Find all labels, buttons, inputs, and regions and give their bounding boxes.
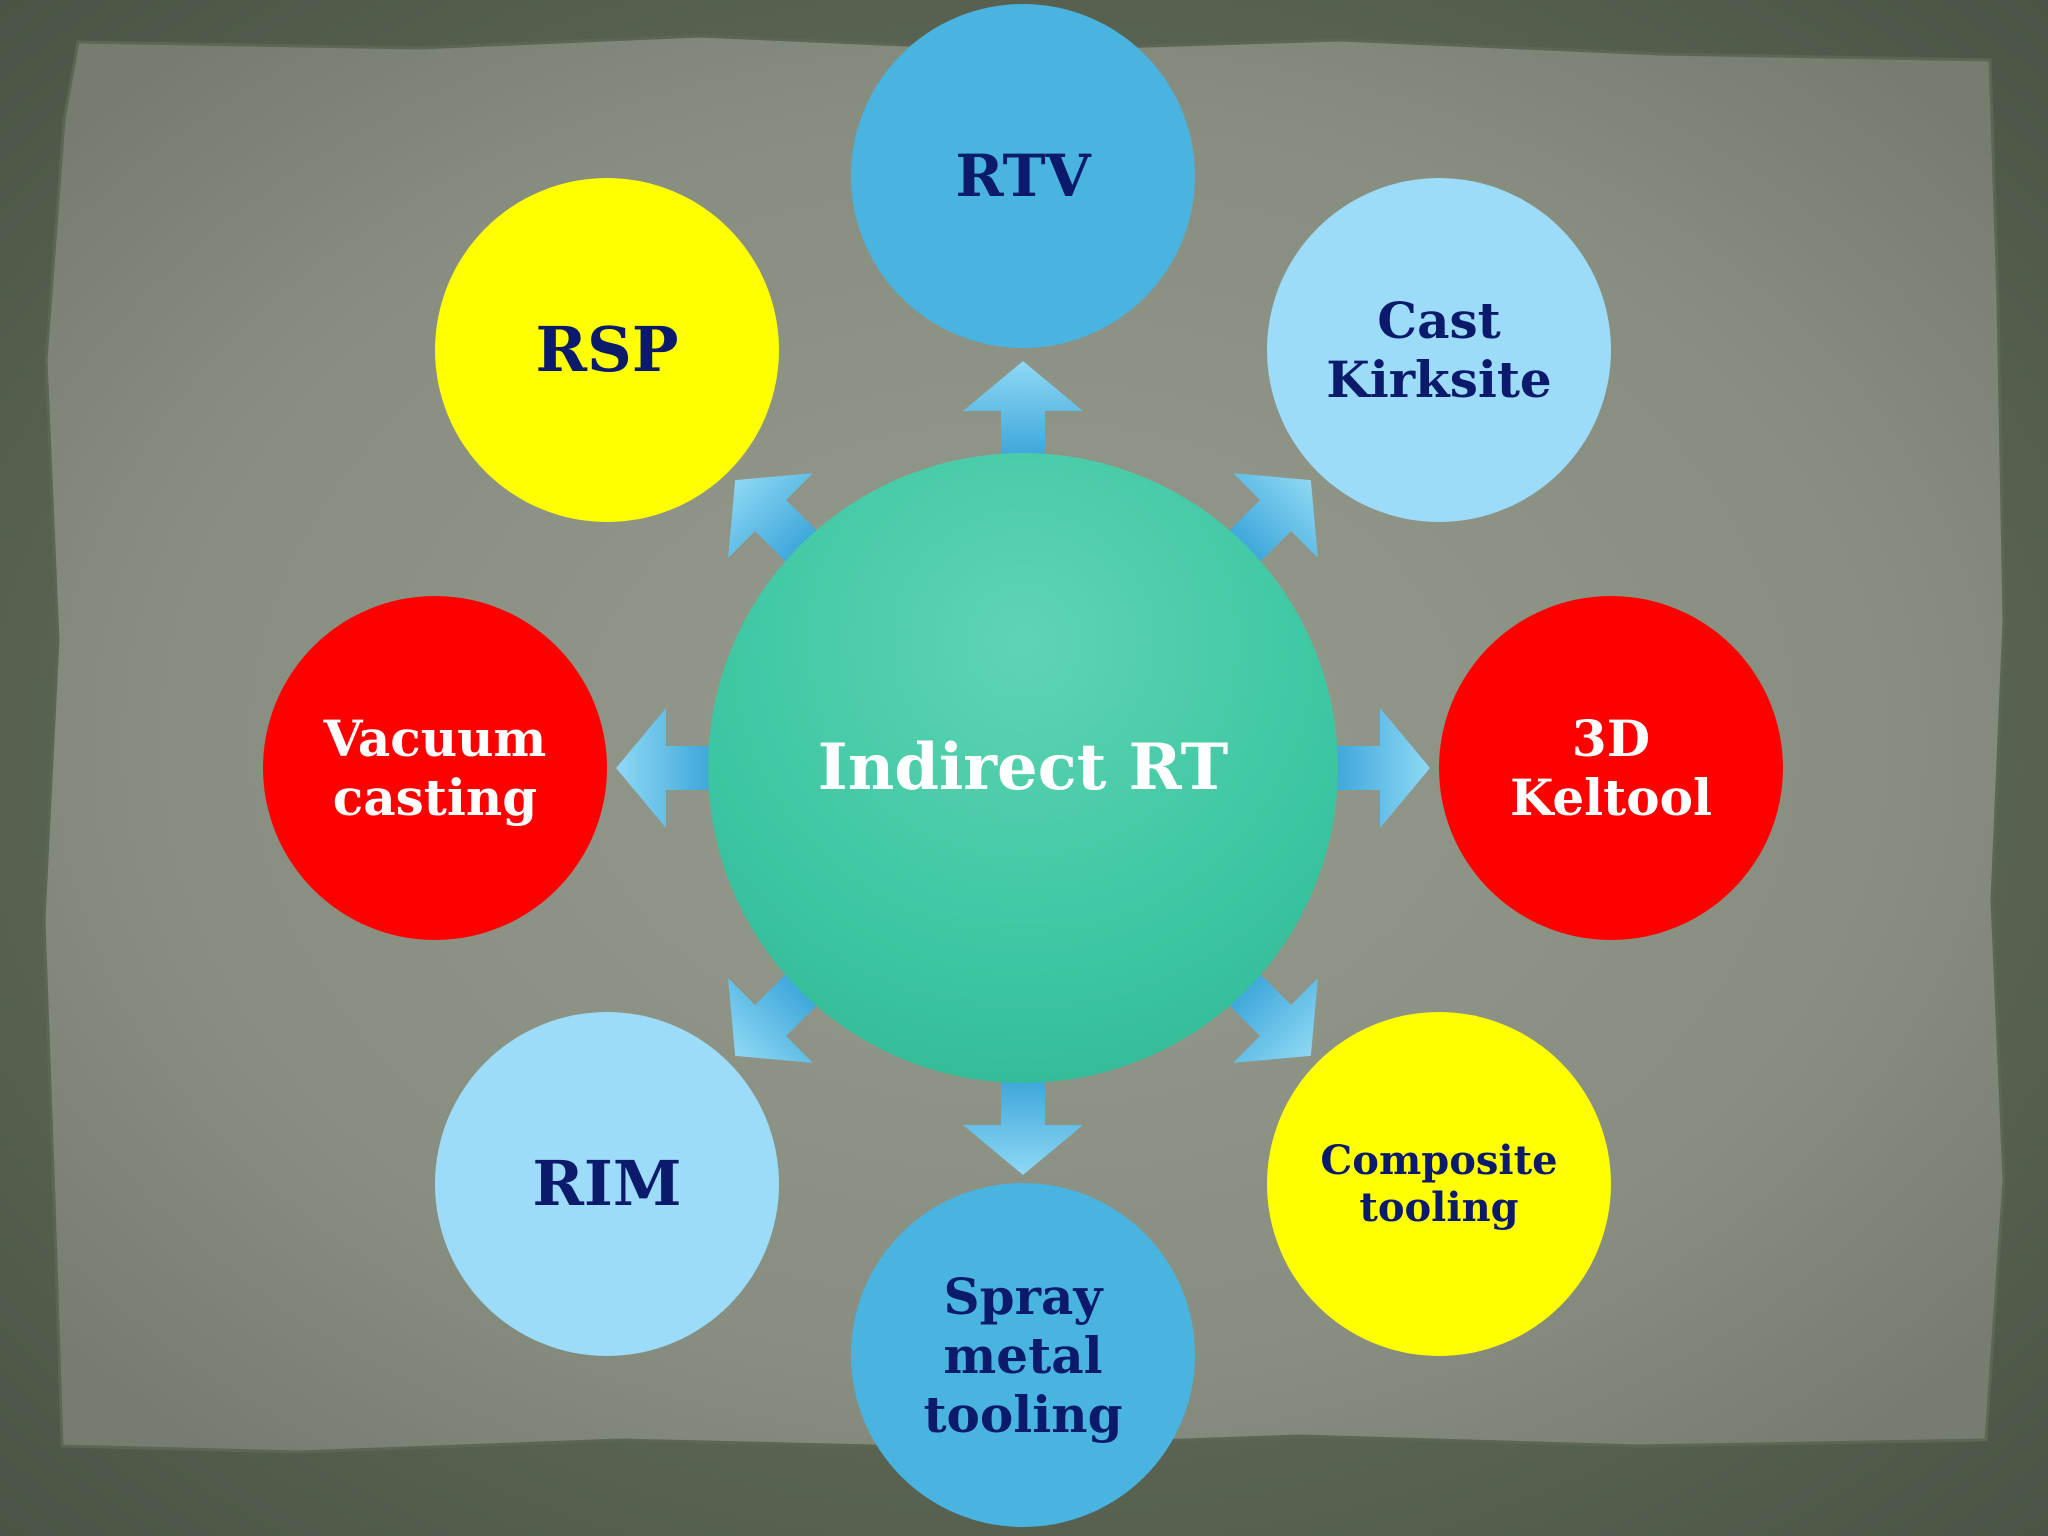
node-3d-keltool: 3D Keltool xyxy=(1439,596,1783,940)
center-node-label: Indirect RT xyxy=(817,730,1229,806)
node-rsp: RSP xyxy=(435,178,779,522)
node-label-rtv: RTV xyxy=(955,141,1091,210)
node-rim: RIM xyxy=(435,1012,779,1356)
node-spray-metal-tooling: Spray metal tooling xyxy=(851,1183,1195,1527)
arrow-to-rsp xyxy=(728,473,818,563)
arrow-to-rtv xyxy=(963,361,1083,455)
node-composite-tooling: Composite tooling xyxy=(1267,1012,1611,1356)
arrow-to-composite-tooling xyxy=(1228,973,1318,1063)
arrow-to-spray-metal-tooling xyxy=(963,1081,1083,1175)
arrow-to-rim xyxy=(728,973,818,1063)
arrow-to-3d-keltool xyxy=(1336,708,1430,828)
node-label-rim: RIM xyxy=(532,1147,682,1221)
node-vacuum-casting: Vacuum casting xyxy=(263,596,607,940)
node-cast-kirksite: Cast Kirksite xyxy=(1267,178,1611,522)
arrow-to-vacuum-casting xyxy=(616,708,710,828)
node-rtv: RTV xyxy=(851,4,1195,348)
node-label-composite-tooling: Composite tooling xyxy=(1320,1136,1558,1231)
node-label-spray-metal-tooling: Spray metal tooling xyxy=(923,1266,1123,1444)
center-node-indirect-rt: Indirect RT xyxy=(708,453,1338,1083)
node-label-rsp: RSP xyxy=(535,313,679,387)
node-label-vacuum-casting: Vacuum casting xyxy=(323,709,547,827)
node-label-cast-kirksite: Cast Kirksite xyxy=(1326,291,1552,409)
arrow-to-cast-kirksite xyxy=(1228,473,1318,563)
node-label-3d-keltool: 3D Keltool xyxy=(1510,709,1712,827)
